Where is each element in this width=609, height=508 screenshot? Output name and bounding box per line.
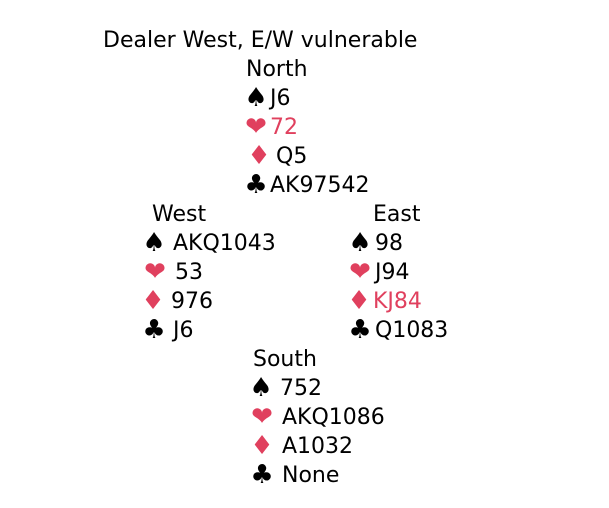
north-diamonds-row: ♦Q5 (242, 142, 307, 171)
club-icon: ♣ (348, 315, 372, 345)
deal-title: Dealer West, E/W vulnerable (103, 28, 418, 53)
diamond-icon: ♦ (250, 431, 274, 461)
east-hearts: J94 (375, 260, 410, 285)
heart-icon: ❤ (245, 112, 267, 142)
east-clubs-row: ♣Q1083 (345, 316, 448, 345)
south-hearts: AKQ1086 (282, 405, 385, 430)
seat-name-west: West (152, 202, 207, 227)
diamond-icon: ♦ (247, 141, 271, 171)
north-clubs-row: ♣AK97542 (242, 171, 369, 200)
north-clubs: AK97542 (270, 173, 370, 198)
south-spades-row: ♠ 752 (242, 374, 322, 403)
spade-icon: ♠ (244, 83, 268, 113)
spade-icon: ♠ (249, 373, 273, 403)
seat-name-east: East (373, 202, 421, 227)
diamond-icon: ♦ (141, 286, 165, 316)
seat-name-south: South (253, 347, 317, 372)
north-diamonds: Q5 (276, 144, 308, 169)
spade-icon: ♠ (142, 228, 166, 258)
heart-icon: ❤ (349, 257, 371, 287)
east-spades: 98 (375, 231, 403, 256)
west-clubs-row: ♣ J6 (135, 315, 194, 345)
heart-icon: ❤ (251, 402, 273, 432)
east-clubs: Q1083 (375, 318, 449, 343)
east-hearts-row: ❤J94 (345, 258, 409, 287)
east-diamonds-row: ♦KJ84 (345, 287, 422, 316)
west-hearts-row: ❤ 53 (135, 258, 203, 287)
south-clubs: None (282, 463, 340, 488)
club-icon: ♣ (250, 460, 274, 490)
west-clubs: J6 (173, 318, 194, 343)
south-hearts-row: ❤ AKQ1086 (242, 403, 385, 432)
west-spades: AKQ1043 (173, 231, 276, 256)
north-spades: J6 (270, 86, 291, 111)
south-clubs-row: ♣ None (242, 461, 339, 490)
south-diamonds: A1032 (282, 434, 354, 459)
diamond-icon: ♦ (347, 286, 371, 316)
west-diamonds-row: ♦976 (135, 287, 213, 316)
west-diamonds: 976 (171, 289, 213, 314)
north-hearts-row: ❤72 (242, 113, 298, 142)
south-diamonds-row: ♦ A1032 (242, 432, 353, 461)
spade-icon: ♠ (348, 228, 372, 258)
south-spades: 752 (280, 376, 322, 401)
club-icon: ♣ (244, 170, 268, 200)
west-hearts: 53 (175, 260, 203, 285)
seat-name-north: North (246, 57, 308, 82)
club-icon: ♣ (142, 315, 166, 345)
west-spades-row: ♠ AKQ1043 (135, 228, 276, 258)
heart-icon: ❤ (144, 257, 166, 287)
north-hearts: 72 (270, 115, 298, 140)
north-spades-row: ♠J6 (242, 83, 291, 113)
east-spades-row: ♠98 (345, 229, 403, 258)
east-diamonds: KJ84 (373, 289, 422, 314)
